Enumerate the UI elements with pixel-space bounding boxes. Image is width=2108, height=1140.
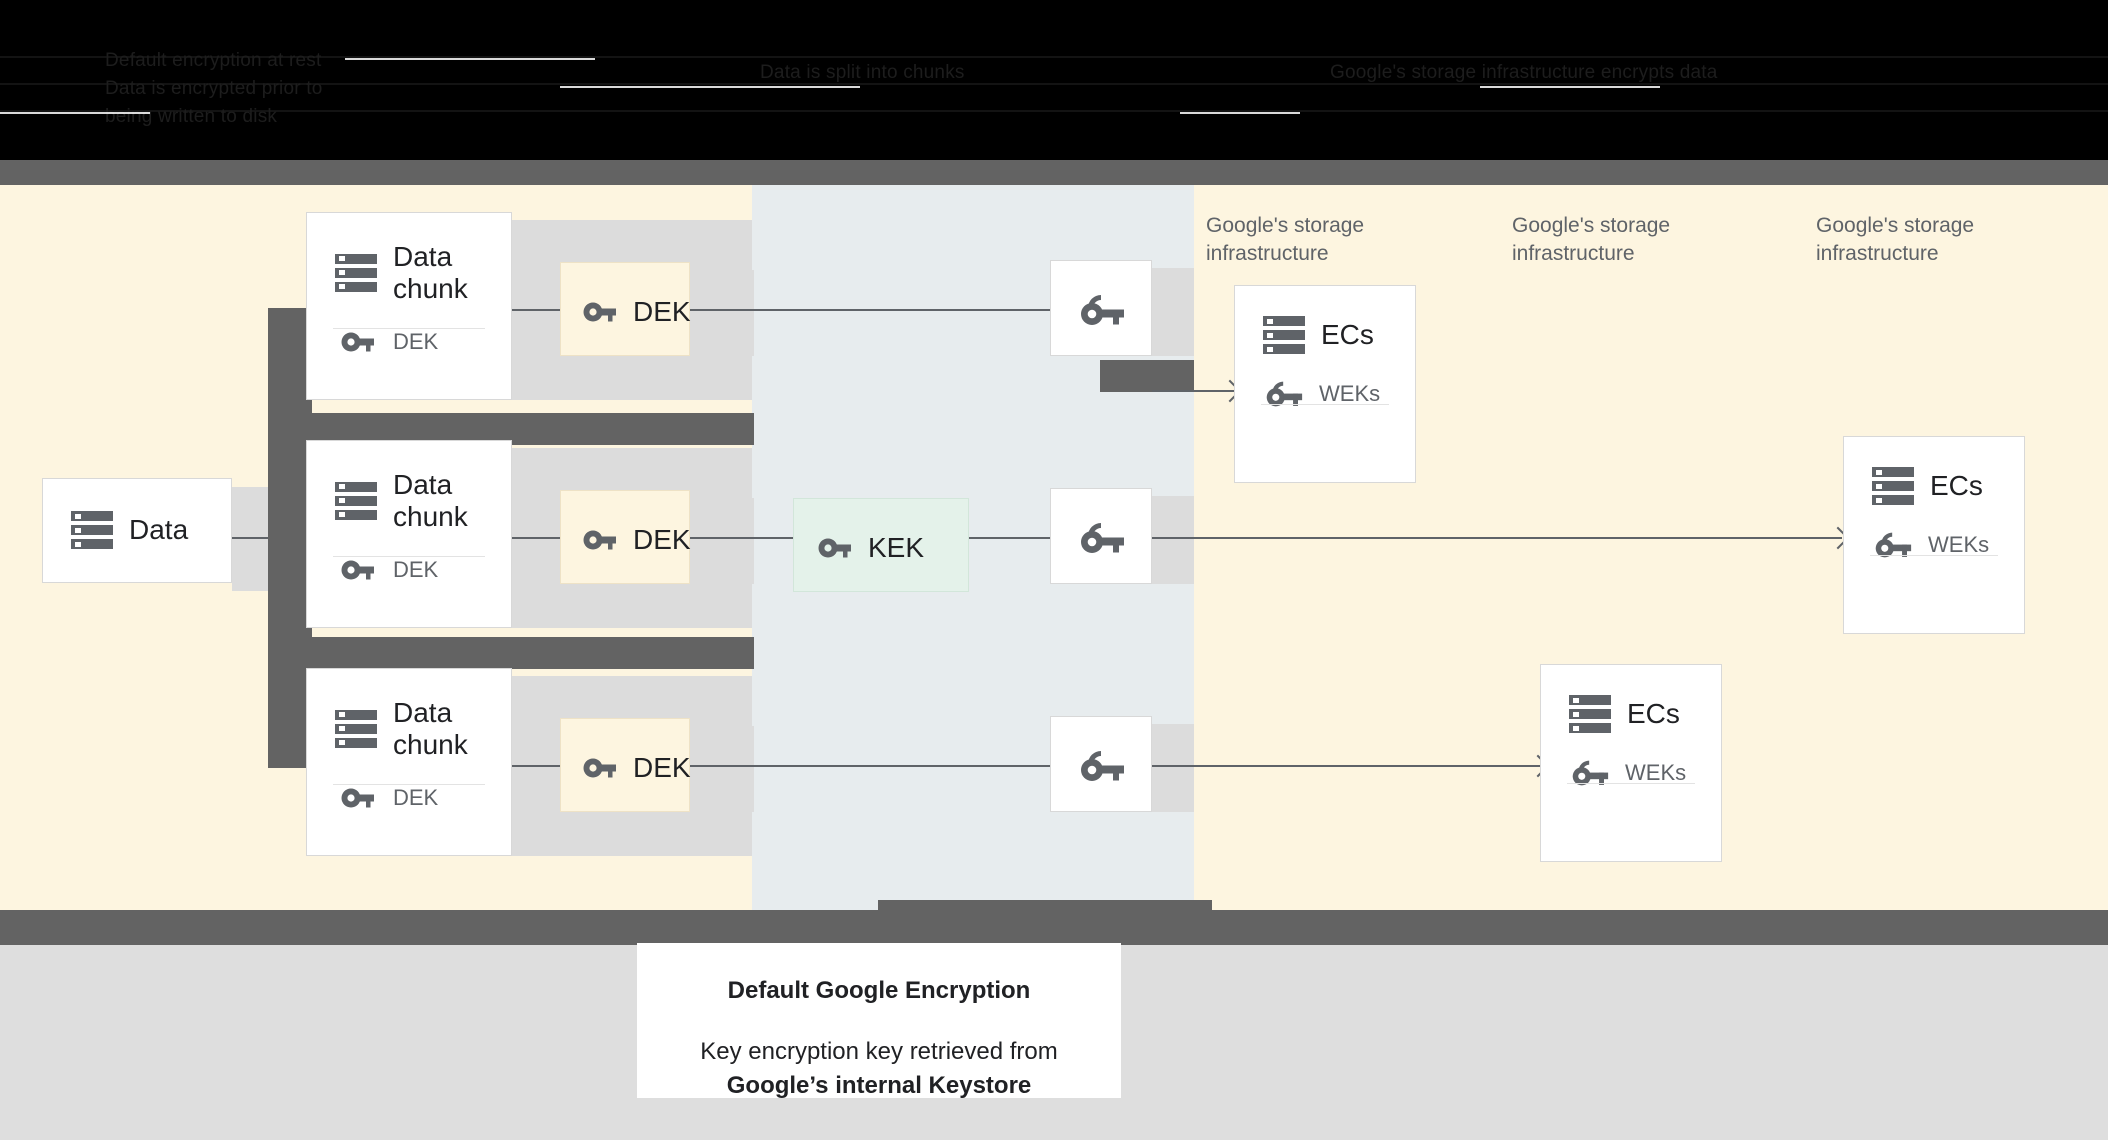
data-node[interactable]: Data — [42, 478, 232, 583]
dek-2-shadow — [690, 498, 754, 584]
header-obscured-line-0: Default encryption at rest — [105, 50, 322, 71]
bottom-gray-band — [0, 910, 2108, 945]
key-icon — [341, 558, 375, 582]
ecs-3-key-label: WEKs — [1625, 760, 1687, 785]
key-icon — [341, 786, 375, 810]
dek-3[interactable]: DEK — [560, 718, 691, 812]
chunk-1-to-dek-connector — [512, 309, 560, 311]
double-key-icon — [1263, 380, 1305, 408]
ecs-3[interactable]: ECs WEKs — [1540, 664, 1722, 862]
caption-title: Default Google Encryption — [727, 977, 1031, 1004]
double-key-icon — [1077, 521, 1127, 555]
dek-2-label: DEK — [633, 524, 691, 555]
header-black-fill — [0, 0, 2108, 42]
wek-1[interactable] — [1050, 260, 1152, 356]
obscured-header-strip: Default encryption at rest Data is encry… — [0, 0, 2108, 160]
ecs-3-divider — [1567, 783, 1695, 784]
double-key-icon — [1077, 749, 1127, 783]
storage-column-label-1: Google's storage infrastructure — [1206, 212, 1436, 267]
header-obscured-line-2: being written to disk — [105, 106, 278, 127]
double-key-icon — [1872, 531, 1914, 559]
chunk-3-to-dek-connector — [512, 765, 560, 767]
kek-node[interactable]: KEK — [793, 498, 969, 592]
ecs-1-title: ECs — [1321, 319, 1374, 351]
storage-icon — [335, 253, 377, 292]
wek-1-to-ecs-arrow-line — [1152, 390, 1234, 392]
header-obscured-line-4: Data is split into chunks — [760, 62, 965, 83]
ecs-1-key-label: WEKs — [1319, 381, 1381, 406]
caption-line-2: Google’s internal Keystore — [726, 1071, 1032, 1099]
storage-icon — [1263, 316, 1305, 354]
storage-icon — [1569, 695, 1611, 733]
storage-column-label-3: Google's storage infrastructure — [1816, 212, 2046, 267]
key-icon — [583, 300, 617, 324]
dek-3-label: DEK — [633, 752, 691, 783]
dek-3-to-wek-connector — [690, 765, 1050, 767]
double-key-icon — [1569, 759, 1611, 787]
chunk-3-divider — [333, 784, 485, 785]
chunk-3-key-label: DEK — [393, 784, 439, 810]
storage-column-label-1-text: Google's storage infrastructure — [1206, 214, 1365, 265]
dek-1-shadow — [690, 270, 754, 356]
wek-2[interactable] — [1050, 488, 1152, 584]
chunk-1-divider — [333, 328, 485, 329]
ecs-2[interactable]: ECs WEKs — [1843, 436, 2025, 634]
dek-3-shadow — [690, 726, 754, 812]
storage-column-label-2: Google's storage infrastructure — [1512, 212, 1742, 267]
caption-box: Default Google Encryption Key encryption… — [637, 943, 1121, 1099]
ecs-2-divider — [1870, 555, 1998, 556]
chunk-2[interactable]: Data chunk DEK — [306, 440, 512, 628]
ecs-2-key-label: WEKs — [1928, 532, 1990, 557]
occluder-bar-bottom — [878, 900, 1212, 914]
fanout-bracket-spine — [268, 308, 312, 768]
double-key-icon — [1077, 293, 1127, 327]
top-gray-band — [0, 160, 2108, 185]
wek-2-to-ecs-arrow-line — [1152, 537, 1842, 539]
occluder-bar-top — [1100, 360, 1194, 392]
wek-3[interactable] — [1050, 716, 1152, 812]
chunk-2-divider — [333, 556, 485, 557]
kek-label: KEK — [868, 532, 925, 563]
caption-body: Key encryption key retrieved from Google… — [637, 1005, 1121, 1102]
ecs-2-title: ECs — [1930, 470, 1983, 502]
key-icon — [341, 330, 375, 354]
ecs-3-title: ECs — [1627, 698, 1680, 730]
chunk-3-title: Data chunk — [393, 697, 468, 760]
key-icon — [818, 536, 852, 560]
wek-3-to-ecs-arrow-line — [1152, 765, 1542, 767]
storage-column-label-3-text: Google's storage infrastructure — [1816, 214, 1975, 265]
storage-icon — [335, 481, 377, 520]
fanout-bracket-arm-top — [268, 413, 754, 445]
header-obscured-line-3: Google's storage infrastructure encrypts… — [1330, 62, 1718, 83]
data-node-label: Data — [129, 514, 189, 546]
fanout-bracket-arm-mid — [268, 637, 754, 669]
storage-icon — [1872, 467, 1914, 505]
chunk-3[interactable]: Data chunk DEK — [306, 668, 512, 856]
dek-1-to-wek-connector — [690, 309, 1050, 311]
key-icon — [583, 528, 617, 552]
key-icon — [583, 756, 617, 780]
dek-1-label: DEK — [633, 296, 691, 327]
dek-2[interactable]: DEK — [560, 490, 691, 584]
chunk-1-key-label: DEK — [393, 328, 439, 354]
storage-icon — [335, 709, 377, 748]
ecs-1[interactable]: ECs WEKs — [1234, 285, 1416, 483]
caption-line-1: Key encryption key retrieved from — [700, 1038, 1058, 1065]
dek-1[interactable]: DEK — [560, 262, 691, 356]
ecs-1-divider — [1261, 404, 1389, 405]
chunk-2-to-dek-connector — [512, 537, 560, 539]
chunk-2-key-label: DEK — [393, 556, 439, 582]
data-to-bracket-connector — [232, 537, 276, 539]
storage-icon — [71, 511, 113, 549]
chunk-2-title: Data chunk — [393, 469, 468, 532]
storage-column-label-2-text: Google's storage infrastructure — [1512, 214, 1671, 265]
chunk-1-title: Data chunk — [393, 241, 468, 304]
header-obscured-line-1: Data is encrypted prior to — [105, 78, 323, 99]
chunk-1[interactable]: Data chunk DEK — [306, 212, 512, 400]
